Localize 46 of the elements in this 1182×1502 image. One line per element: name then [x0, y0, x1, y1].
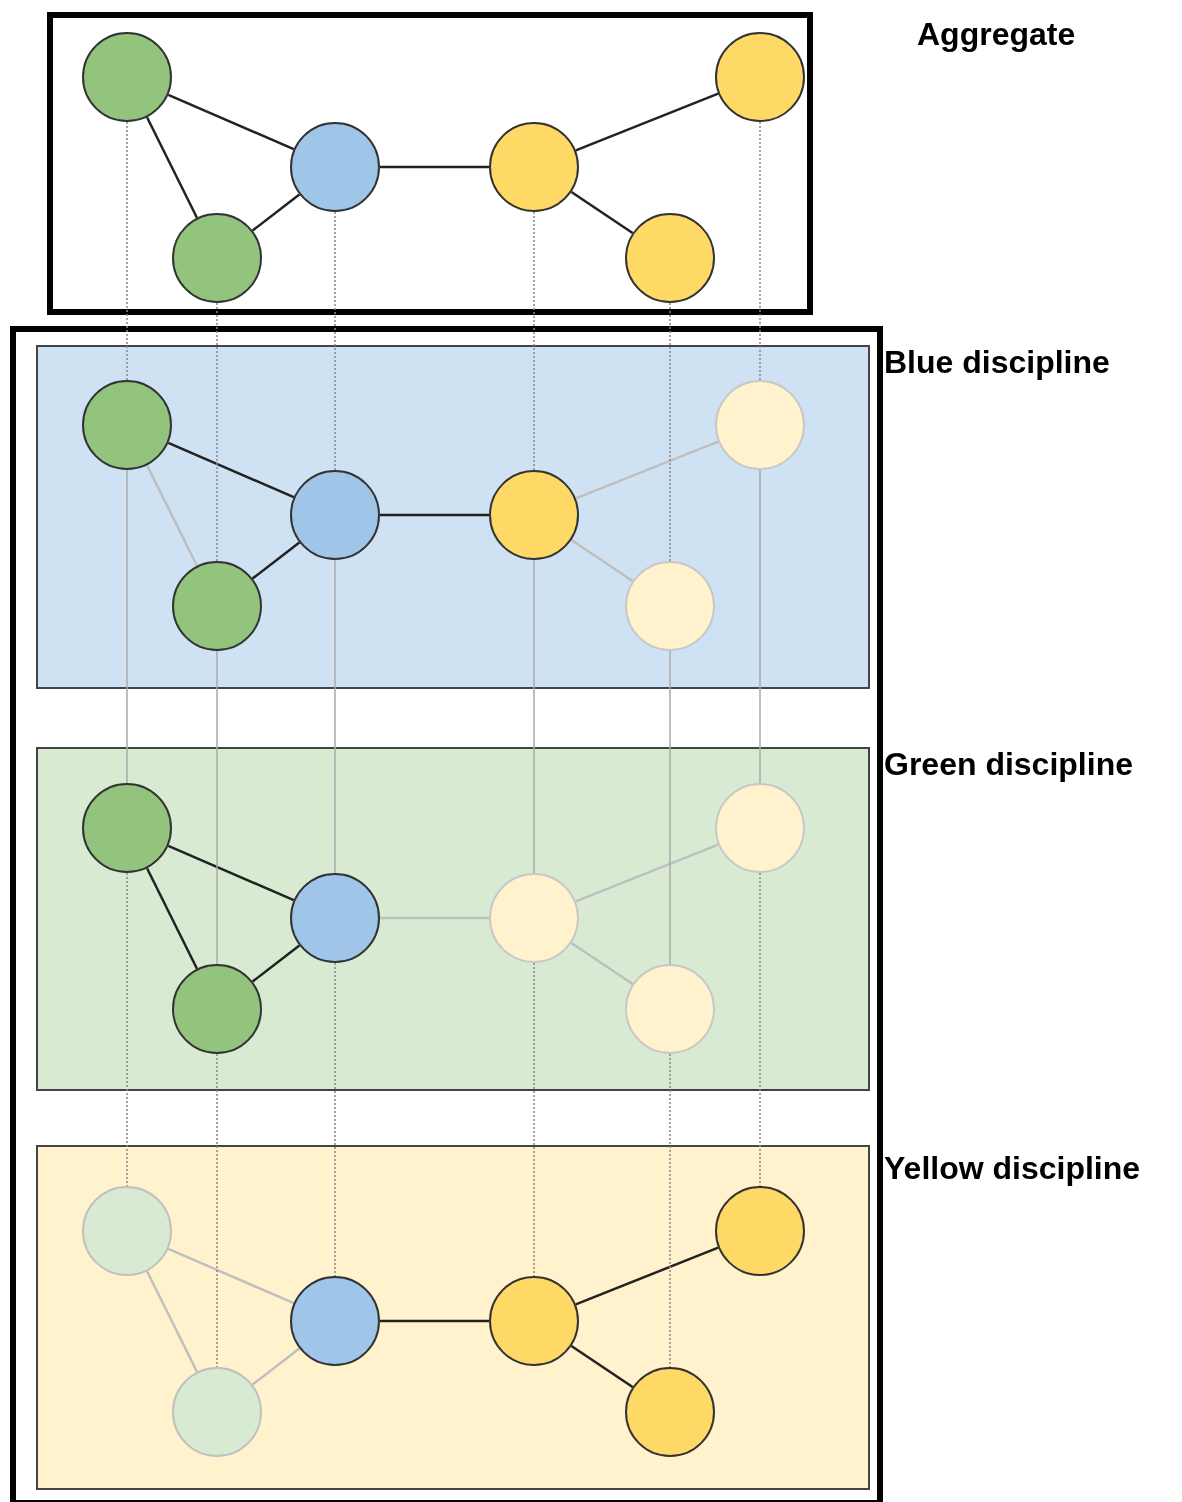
connector-line — [759, 469, 761, 784]
dotted-connector — [216, 1053, 218, 1368]
layer-title: Yellow discipline — [884, 1152, 1141, 1184]
dotted-connector — [669, 1053, 671, 1368]
connector-line — [575, 1246, 719, 1306]
connector-line — [216, 650, 218, 965]
connector-line — [570, 942, 634, 985]
connector-line — [575, 92, 719, 152]
connector-line — [167, 844, 295, 902]
dotted-connector — [533, 211, 535, 471]
connector-line — [251, 944, 301, 983]
connector-line — [380, 1319, 489, 1323]
connector-line — [570, 539, 634, 582]
connector-line — [167, 1247, 295, 1305]
connector-line — [251, 193, 301, 232]
connector-line — [145, 464, 199, 567]
connector-line — [145, 116, 199, 219]
dotted-connector — [126, 872, 128, 1187]
connector-line — [145, 1270, 199, 1373]
connector-line — [145, 867, 199, 970]
connector-line — [380, 165, 489, 169]
layer-title: Aggregate — [917, 18, 1076, 50]
dotted-connector — [334, 962, 336, 1277]
dotted-connector — [759, 872, 761, 1187]
connector-line — [575, 440, 719, 500]
connector-line — [334, 559, 336, 874]
connector-line — [570, 191, 634, 234]
dotted-connector — [669, 302, 671, 562]
connector-line — [570, 1345, 634, 1388]
connector-line — [669, 650, 671, 965]
connector-line — [380, 513, 489, 517]
dotted-connector — [126, 121, 128, 381]
connector-line — [251, 1347, 301, 1386]
connector-line — [167, 93, 295, 151]
dotted-connector — [334, 211, 336, 471]
connector-line — [126, 469, 128, 784]
connector-line — [251, 541, 301, 580]
connector-line — [575, 843, 719, 903]
dotted-connector — [759, 121, 761, 381]
layer-title: Green discipline — [884, 748, 1133, 780]
connector-line — [167, 441, 295, 499]
dotted-connector — [533, 962, 535, 1277]
connector-line — [380, 916, 489, 920]
dotted-connector — [216, 302, 218, 562]
layer-title: Blue discipline — [884, 346, 1110, 378]
connector-line — [533, 559, 535, 874]
